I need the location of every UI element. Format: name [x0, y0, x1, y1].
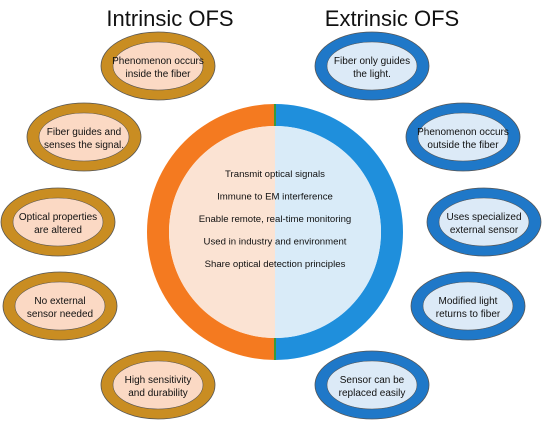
shared-feature-text: Used in industry and environment	[204, 237, 347, 248]
node-text-line: replaced easily	[339, 388, 406, 399]
node-text-line: Modified light	[439, 296, 498, 307]
extrinsic-node: Fiber only guides the light.	[314, 31, 430, 101]
shared-feature-text: Transmit optical signals	[225, 169, 325, 180]
node-text-line: Phenomenon occurs	[112, 56, 204, 67]
node-text-line: the light.	[353, 69, 391, 80]
intrinsic-ring-half	[147, 104, 275, 360]
intrinsic-title: Intrinsic OFS	[106, 6, 233, 31]
extrinsic-node: Uses specialized external sensor	[426, 187, 542, 257]
intrinsic-node: Fiber guides and senses the signal.	[26, 102, 142, 172]
node-text-line: No external	[34, 296, 85, 307]
node-text-line: are altered	[34, 225, 82, 236]
intrinsic-node: Phenomenon occurs inside the fiber	[100, 31, 216, 101]
node-text-line: senses the signal.	[44, 140, 124, 151]
node-text-line: Fiber guides and	[47, 127, 122, 138]
shared-feature-text: Immune to EM interference	[217, 192, 333, 203]
node-text-line: sensor needed	[27, 309, 93, 320]
node-text-line: High sensitivity	[125, 375, 192, 386]
intrinsic-node: No external sensor needed	[2, 271, 118, 341]
shared-feature-text: Share optical detection principles	[205, 259, 346, 270]
node-text-line: inside the fiber	[125, 69, 191, 80]
extrinsic-node: Phenomenon occurs outside the fiber	[405, 102, 521, 172]
intrinsic-node: Optical properties are altered	[0, 187, 116, 257]
node-text-line: external sensor	[450, 225, 519, 236]
node-text-line: Optical properties	[19, 212, 97, 223]
node-text-line: Phenomenon occurs	[417, 127, 509, 138]
extrinsic-inner-half	[275, 126, 381, 338]
extrinsic-node: Modified light returns to fiber	[410, 271, 526, 341]
shared-feature-text: Enable remote, real-time monitoring	[199, 214, 352, 225]
node-text-line: Uses specialized	[446, 212, 521, 223]
extrinsic-ring-half	[275, 104, 403, 360]
node-text-line: Sensor can be	[340, 375, 405, 386]
extrinsic-title: Extrinsic OFS	[325, 6, 459, 31]
intrinsic-node: High sensitivity and durability	[100, 350, 216, 420]
node-text-line: returns to fiber	[436, 309, 501, 320]
node-text-line: outside the fiber	[427, 140, 499, 151]
node-text-line: Fiber only guides	[334, 56, 410, 67]
intrinsic-inner-half	[169, 126, 275, 338]
node-text-line: and durability	[128, 388, 187, 399]
extrinsic-node: Sensor can be replaced easily	[314, 350, 430, 420]
